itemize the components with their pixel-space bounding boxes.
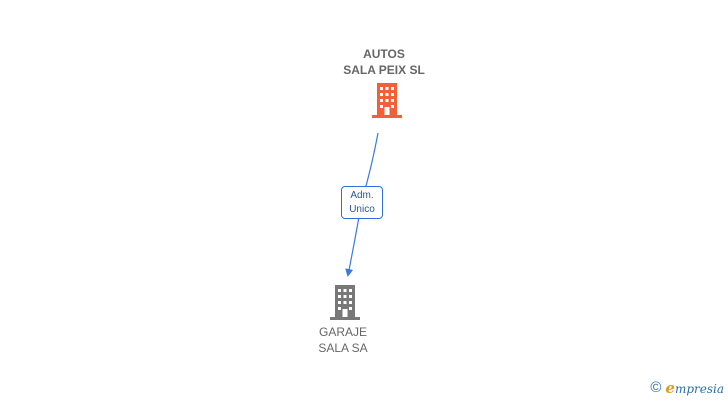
target-company-name-line2: SALA SA bbox=[318, 341, 368, 355]
edge-role-label[interactable]: Adm. Unico bbox=[341, 186, 383, 219]
copyright-icon: © bbox=[650, 379, 662, 396]
source-company-name-line2: SALA PEIX SL bbox=[343, 63, 425, 77]
target-company-name-line1: GARAJE bbox=[318, 325, 367, 339]
edge-role-line1: Adm. bbox=[350, 190, 374, 201]
brand-rest: mpresia bbox=[674, 381, 724, 396]
edge-role-line2: Unico bbox=[349, 204, 375, 215]
source-company-name-line1: AUTOS bbox=[363, 47, 405, 61]
building-icon[interactable] bbox=[328, 285, 362, 326]
brand-initial: e bbox=[665, 378, 675, 397]
brand-logo-text: empresia bbox=[665, 380, 724, 397]
source-company-label[interactable]: AUTOS SALA PEIX SL bbox=[314, 46, 454, 78]
empresia-watermark[interactable]: © empresia bbox=[650, 380, 724, 396]
target-company-label[interactable]: GARAJE SALA SA bbox=[278, 324, 408, 356]
building-icon[interactable] bbox=[370, 83, 404, 124]
